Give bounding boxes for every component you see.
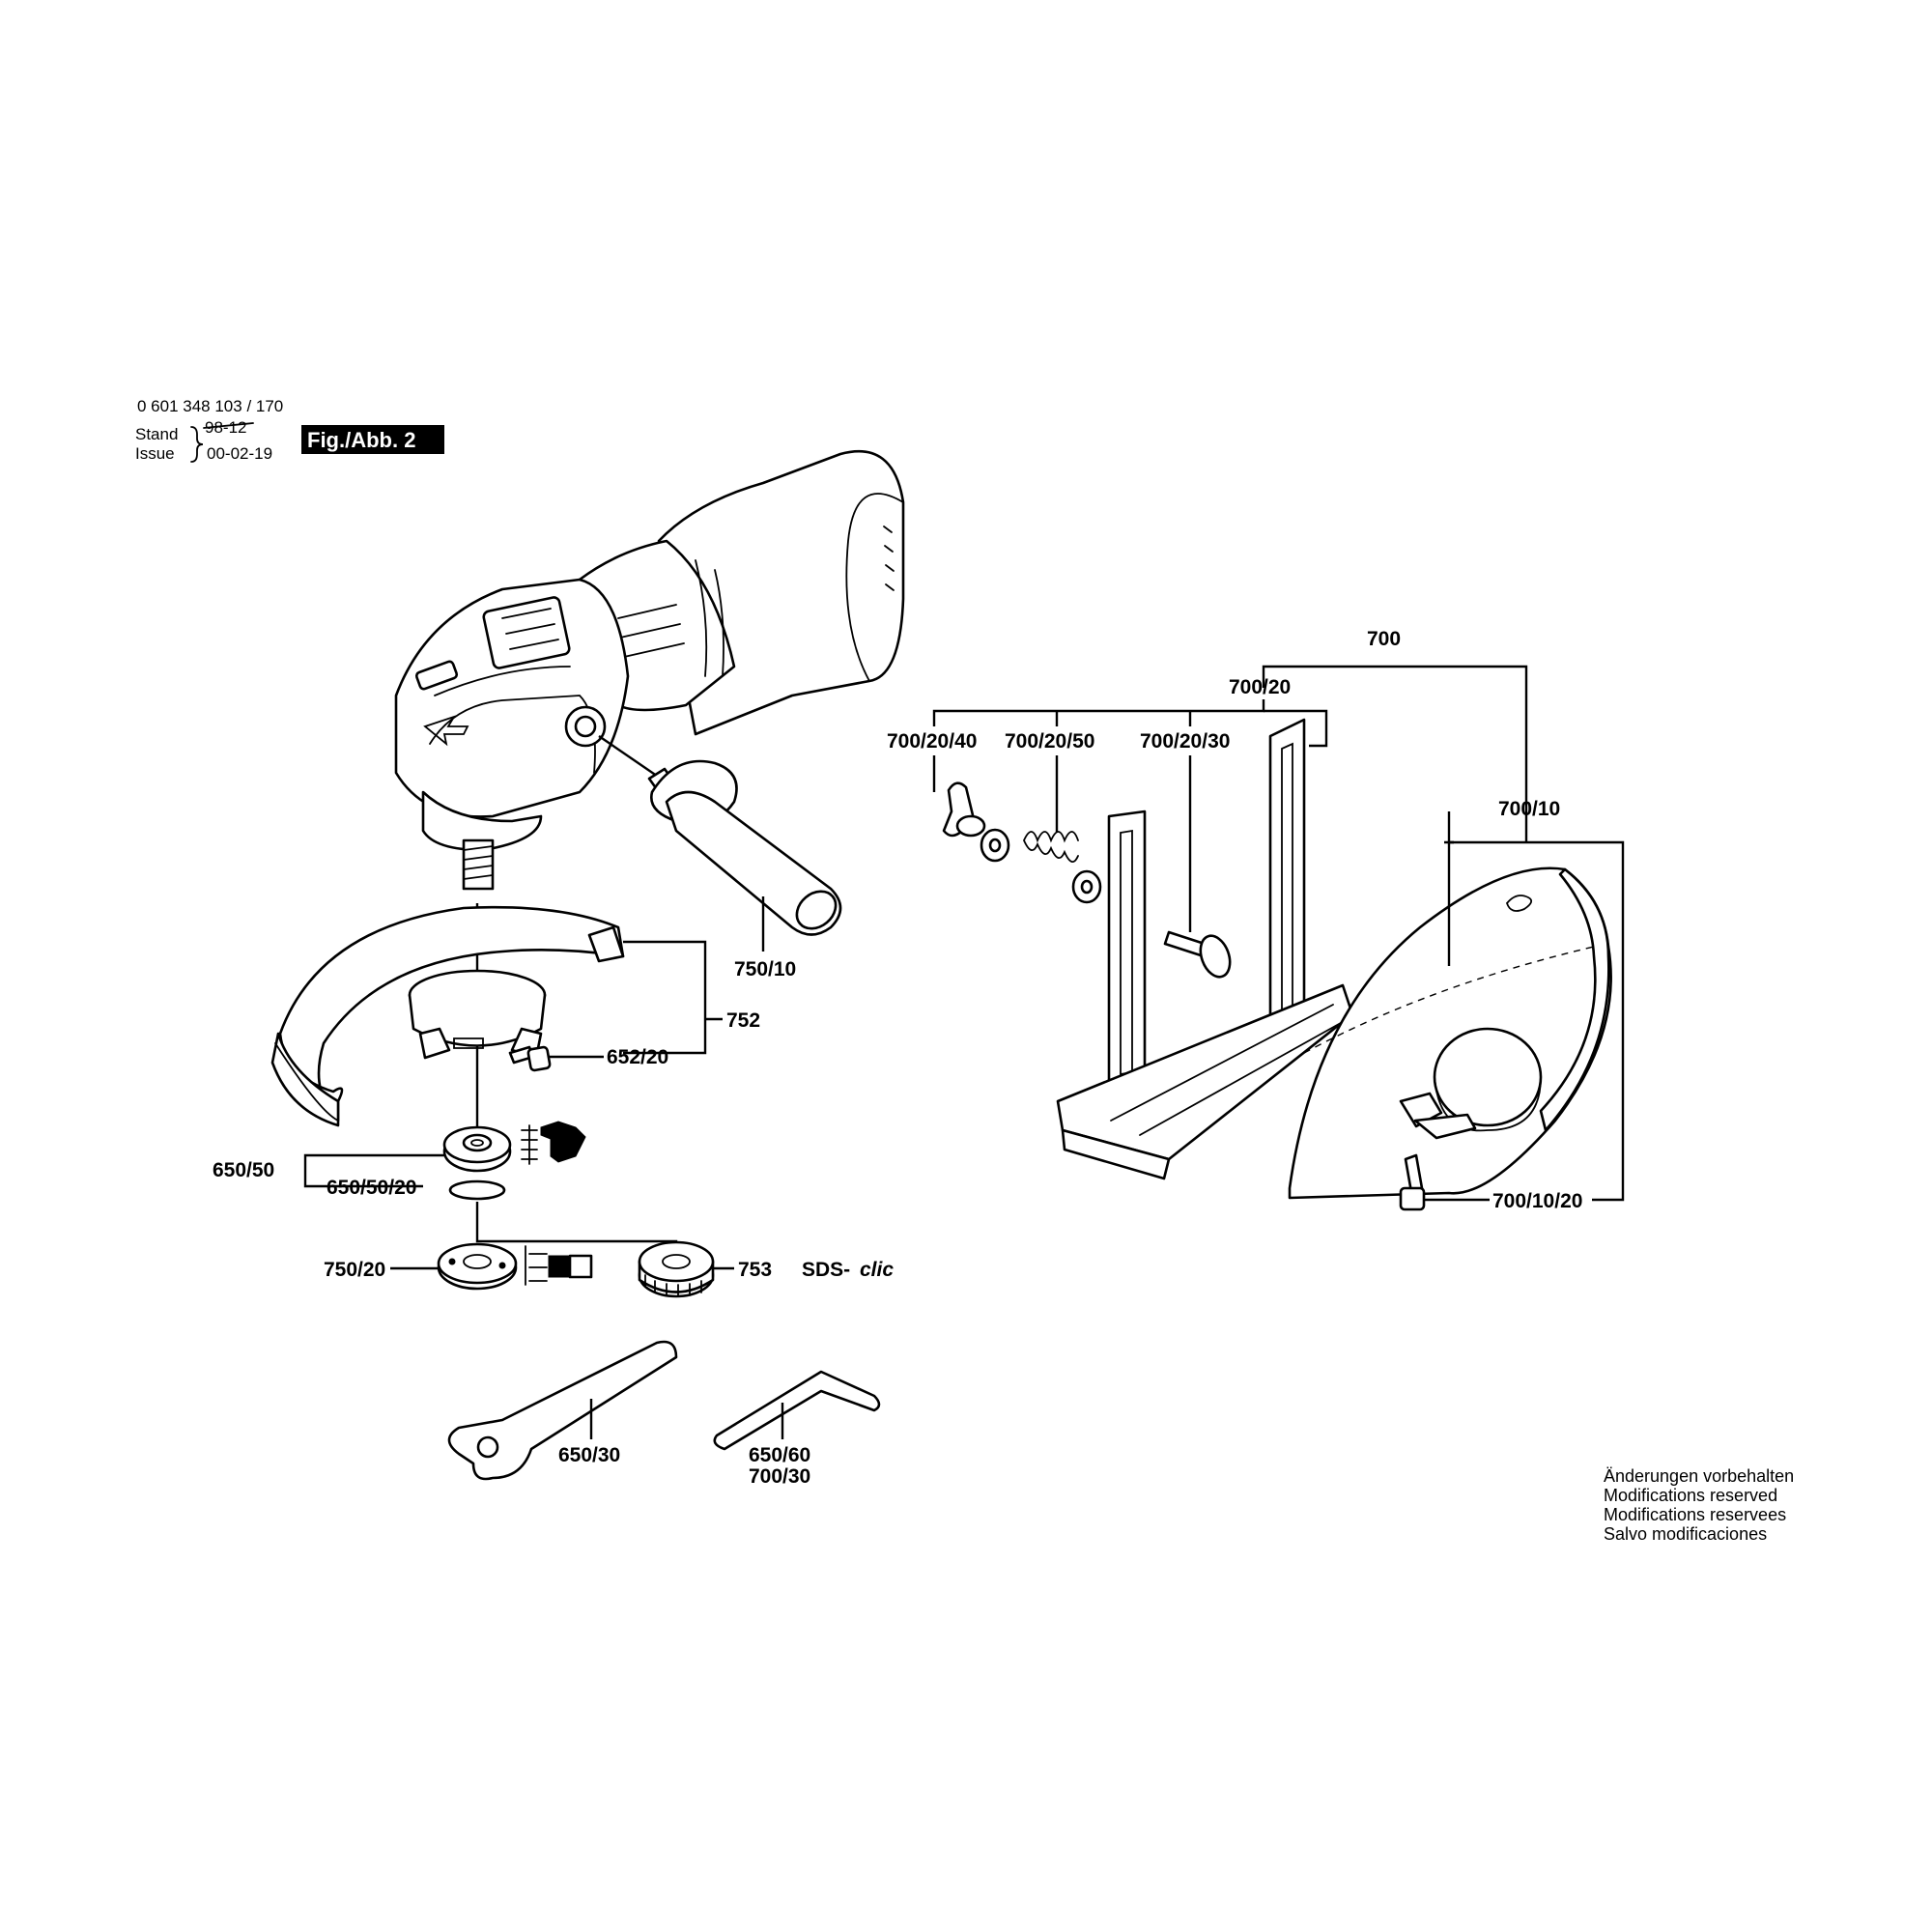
stand-label: Stand xyxy=(135,425,178,443)
label-750-10: 750/10 xyxy=(734,958,796,980)
note-de: Änderungen vorbehalten xyxy=(1604,1466,1794,1486)
mounting-flange: 650/50 650/50/20 xyxy=(213,1121,586,1201)
strikethrough-line xyxy=(203,422,254,429)
cutting-guard-assembly: 700 700/20 700/20/40 700/20/50 700/20/30 xyxy=(887,628,1625,1212)
label-650-30: 650/30 xyxy=(558,1444,620,1466)
sds-clic-logo: clic xyxy=(860,1259,894,1281)
issue-date: 00-02-19 xyxy=(207,444,272,463)
label-700-30: 700/30 xyxy=(749,1465,810,1488)
auxiliary-handle: 750/10 xyxy=(598,735,842,980)
o-ring xyxy=(448,1179,506,1201)
label-650-60: 650/60 xyxy=(749,1444,810,1466)
label-753: 753 xyxy=(738,1259,772,1281)
sds-label: SDS- xyxy=(802,1259,850,1281)
switch-block xyxy=(482,596,571,669)
guide-rail-left xyxy=(1107,810,1147,1098)
flange-section-2-icon xyxy=(548,1255,571,1278)
note-en: Modifications reserved xyxy=(1604,1486,1777,1505)
figure-label: Fig./Abb. 2 xyxy=(307,428,415,452)
label-700-20: 700/20 xyxy=(1229,676,1291,698)
modification-notes: Änderungen vorbehalten Modifications res… xyxy=(1604,1466,1794,1544)
angle-grinder xyxy=(394,449,905,891)
compression-spring xyxy=(1023,831,1079,863)
label-652-20: 652/20 xyxy=(607,1046,668,1068)
label-700-10: 700/10 xyxy=(1498,798,1560,820)
two-pin-spanner: 650/30 xyxy=(447,1340,678,1481)
arrow-icon xyxy=(423,715,469,747)
label-700-10-20: 700/10/20 xyxy=(1492,1190,1582,1212)
label-650-50-20: 650/50/20 xyxy=(327,1177,416,1199)
flange-and-nut: 750/20 753 SDS- clic xyxy=(324,1202,894,1298)
clamp-screw: 652/20 xyxy=(508,1045,668,1072)
note-es: Salvo modificaciones xyxy=(1604,1524,1767,1544)
part-number: 0 601 348 103 / 170 xyxy=(137,397,283,415)
label-650-50: 650/50 xyxy=(213,1159,274,1181)
label-752: 752 xyxy=(726,1009,760,1032)
issue-label: Issue xyxy=(135,444,175,463)
label-700-20-40: 700/20/40 xyxy=(887,730,977,753)
label-750-20: 750/20 xyxy=(324,1259,385,1281)
figure-box xyxy=(301,425,444,454)
gear-base xyxy=(421,790,543,852)
guard-logo-icon xyxy=(1505,895,1533,912)
handle-grip xyxy=(665,790,842,936)
spindle-lock-button xyxy=(414,660,459,691)
cutting-wheel-guard xyxy=(1288,867,1612,1200)
note-fr: Modifications reservees xyxy=(1604,1505,1786,1524)
hex-key: 650/60 700/30 xyxy=(713,1370,881,1488)
wheel-guard: 752 xyxy=(270,905,760,1127)
label-700-20-30: 700/20/30 xyxy=(1140,730,1230,753)
label-700-20-50: 700/20/50 xyxy=(1005,730,1094,753)
document-header: 0 601 348 103 / 170 Stand Issue 98-12 00… xyxy=(135,397,444,463)
label-700: 700 xyxy=(1367,628,1401,650)
old-date: 98-12 xyxy=(205,418,246,437)
flange-section-icon xyxy=(540,1121,586,1163)
brace-icon xyxy=(190,426,204,463)
